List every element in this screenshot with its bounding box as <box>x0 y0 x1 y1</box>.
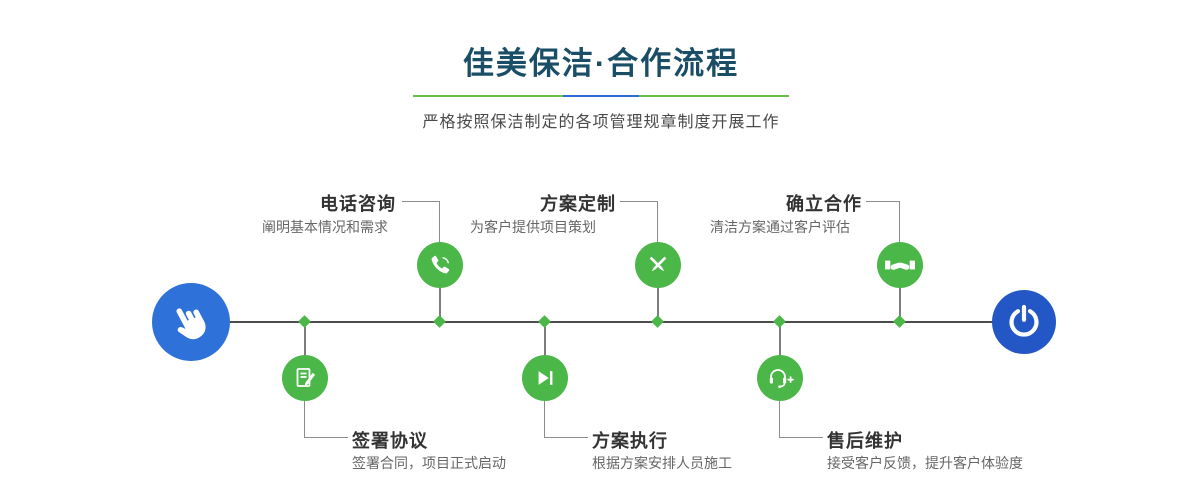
page-title: 佳美保洁·合作流程 <box>462 46 740 81</box>
label-connector <box>544 401 545 438</box>
label-connector <box>866 201 900 202</box>
step-node-sign <box>282 355 328 401</box>
label-connector <box>620 201 658 202</box>
label-connector <box>439 201 440 242</box>
label-connector <box>304 401 305 438</box>
connector-stem <box>779 322 781 356</box>
step-node-customize <box>635 242 681 288</box>
step-node-cooperate <box>877 242 923 288</box>
page-subtitle: 严格按照保洁制定的各项管理规章制度开展工作 <box>422 114 780 131</box>
timeline-line <box>191 321 1024 323</box>
divider-green-right <box>639 95 789 97</box>
connector-stem <box>544 322 546 356</box>
step-node-aftersales <box>757 355 803 401</box>
headset-icon <box>767 366 794 390</box>
divider-blue-center <box>563 95 639 97</box>
connector-stem <box>439 288 441 322</box>
step-node-execute <box>522 355 568 401</box>
timeline-diamond <box>298 315 311 328</box>
connector-stem <box>899 288 901 322</box>
label-connector <box>899 201 900 242</box>
label-connector <box>544 437 588 438</box>
phone-icon <box>428 253 453 278</box>
step-desc-customize: 为客户提供项目策划 <box>470 219 596 235</box>
title-divider <box>413 95 789 97</box>
step-desc-execute: 根据方案安排人员施工 <box>592 455 732 471</box>
step-desc-cooperate: 清洁方案通过客户评估 <box>710 219 850 235</box>
step-title-phone: 电话咨询 <box>320 194 396 214</box>
power-icon <box>1006 304 1042 340</box>
label-connector <box>402 201 440 202</box>
step-node-phone <box>417 242 463 288</box>
step-desc-aftersales: 接受客户反馈，提升客户体验度 <box>827 455 1023 471</box>
hand-pointer-icon <box>163 294 220 351</box>
divider-green-left <box>413 95 563 97</box>
timeline-diamond <box>773 315 786 328</box>
timeline-diamond <box>433 315 446 328</box>
connector-stem <box>657 288 659 322</box>
pen-tools-icon <box>646 253 670 277</box>
start-node <box>152 283 230 361</box>
handshake-icon <box>885 255 915 275</box>
label-connector <box>779 437 823 438</box>
document-pen-icon <box>293 366 317 390</box>
label-connector <box>657 201 658 242</box>
connector-stem <box>304 322 306 356</box>
play-icon <box>534 367 556 389</box>
timeline-diamond <box>538 315 551 328</box>
timeline-diamond <box>893 315 906 328</box>
step-title-aftersales: 售后维护 <box>827 431 903 451</box>
step-title-customize: 方案定制 <box>540 194 616 214</box>
label-connector <box>304 437 348 438</box>
step-desc-phone: 阐明基本情况和需求 <box>262 219 388 235</box>
timeline-diamond <box>651 315 664 328</box>
step-title-execute: 方案执行 <box>592 431 668 451</box>
step-desc-sign: 签署合同，项目正式启动 <box>352 455 506 471</box>
step-title-sign: 签署协议 <box>352 431 428 451</box>
label-connector <box>779 401 780 438</box>
end-node <box>992 290 1056 354</box>
step-title-cooperate: 确立合作 <box>786 194 862 214</box>
